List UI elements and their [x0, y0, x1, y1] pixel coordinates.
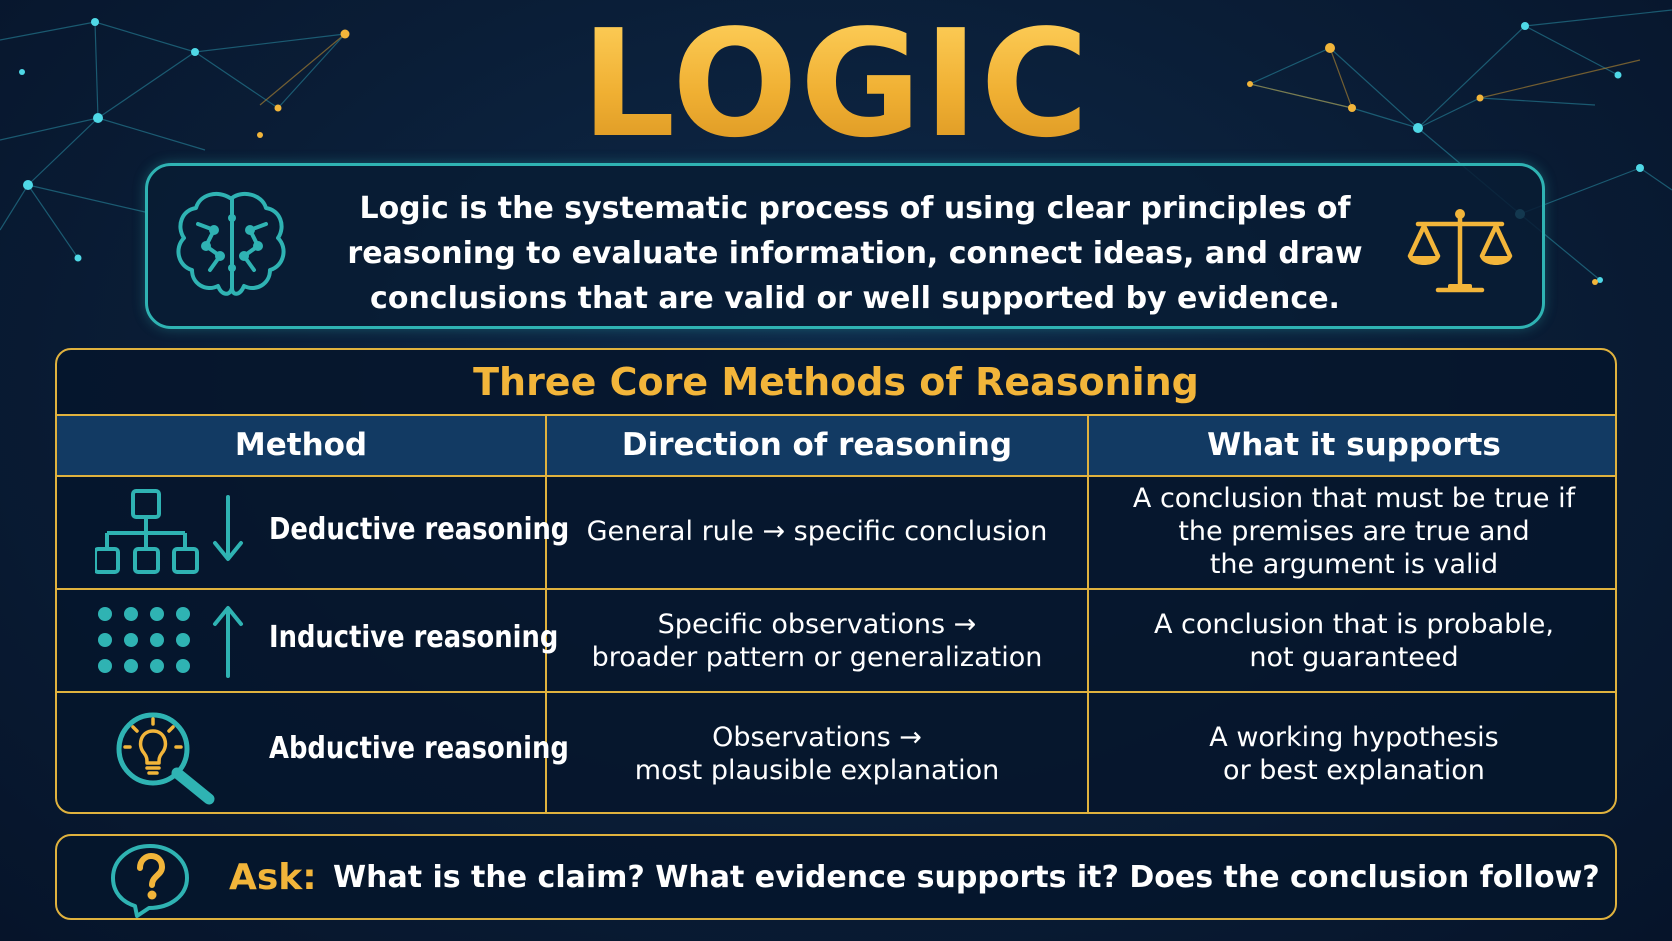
ask-bar: Ask: What is the claim? What evidence su… [55, 834, 1617, 920]
direction-cell: General rule → specific conclusion [586, 516, 1048, 547]
definition-box: Logic is the systematic process of using… [145, 163, 1545, 329]
direction-cell: Specific observations → broader pattern … [591, 608, 1043, 673]
page-title: LOGIC [0, 4, 1672, 164]
method-name: Inductive reasoning [269, 620, 559, 655]
definition-text: Logic is the systematic process of using… [347, 191, 1363, 316]
table-header-row: Method Direction of reasoning What it su… [57, 414, 1615, 477]
supports-cell: A conclusion that must be true if the pr… [1132, 483, 1576, 580]
methods-table: Three Core Methods of Reasoning Method D… [55, 348, 1617, 814]
row-divider [57, 588, 1615, 590]
supports-cell: A conclusion that is probable, not guara… [1153, 608, 1555, 673]
question-bubble-icon [111, 844, 189, 918]
method-name: Abductive reasoning [269, 731, 569, 766]
method-cell: Inductive reasoning [57, 590, 558, 691]
column-divider [1087, 414, 1089, 812]
methods-title: Three Core Methods of Reasoning [473, 360, 1199, 404]
header-method: Method [234, 427, 368, 463]
table-row-inductive: Inductive reasoning Specific observation… [57, 590, 1615, 691]
hierarchy-down-arrow-icon [95, 489, 243, 574]
method-name: Deductive reasoning [269, 512, 570, 547]
table-row-abductive: Abductive reasoning Observations → most … [57, 693, 1615, 812]
method-cell: Deductive reasoning [57, 475, 569, 588]
column-divider [545, 414, 547, 812]
brain-icon [176, 191, 286, 296]
header-supports: What it supports [1207, 427, 1501, 463]
lightbulb-magnifier-icon [116, 712, 215, 805]
supports-cell: A working hypothesis or best explanation [1209, 721, 1499, 786]
method-cell: Abductive reasoning [57, 693, 569, 812]
row-divider [57, 691, 1615, 693]
dot-grid-up-arrow-icon [98, 606, 243, 678]
ask-questions: What is the claim? What evidence support… [333, 860, 1600, 895]
table-row-deductive: Deductive reasoning General rule → speci… [57, 475, 1615, 588]
header-direction: Direction of reasoning [621, 427, 1013, 463]
scales-icon [1407, 209, 1513, 293]
direction-cell: Observations → most plausible explanatio… [634, 721, 1000, 786]
ask-label: Ask: [229, 857, 317, 898]
